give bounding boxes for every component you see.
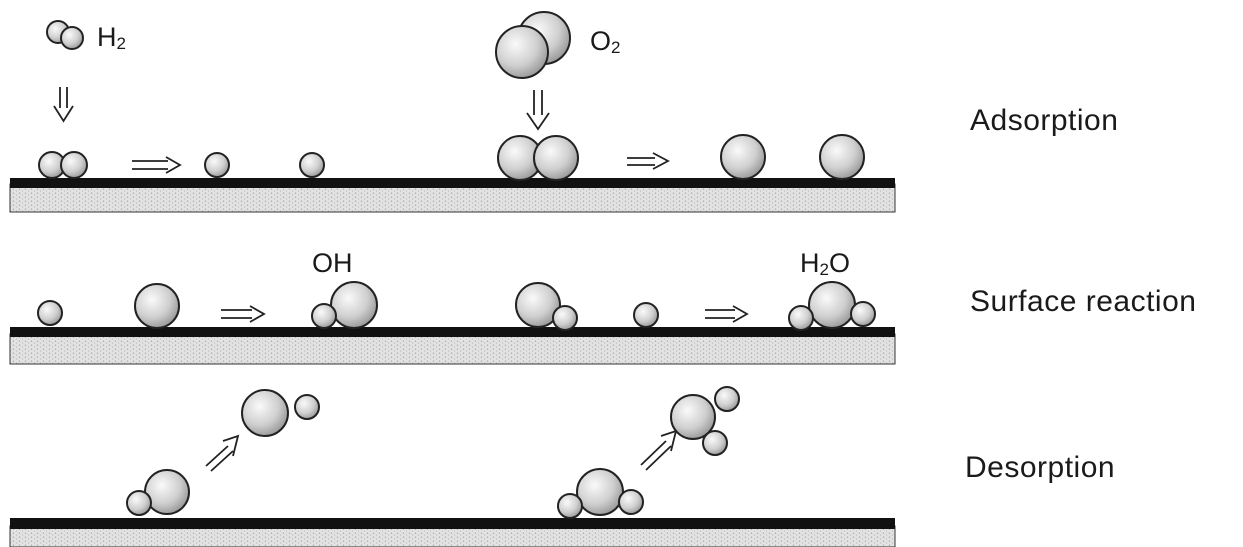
arrow-down-o2	[526, 90, 550, 131]
row-desorption	[9, 386, 896, 547]
adsorbed-o2-molecule	[497, 135, 579, 181]
o2-gas-molecule	[495, 11, 571, 79]
adsorbed-oh-product	[311, 281, 378, 329]
h2-gas-molecule	[46, 20, 84, 50]
oh-on-surface	[126, 469, 190, 516]
adsorbed-o-atoms	[720, 134, 865, 180]
row-surface-reaction	[9, 281, 896, 365]
reactant-h-atom	[37, 300, 63, 326]
adsorbed-h-atoms	[204, 152, 325, 178]
arrow-down-h2	[53, 87, 74, 123]
row-adsorption	[9, 11, 896, 213]
arrow-right-dissociation-o2	[627, 152, 670, 170]
adsorbed-h2-molecule	[38, 151, 88, 179]
adsorbed-oh-reactant	[515, 282, 578, 331]
h2o-on-surface	[557, 468, 644, 519]
arrow-right-dissociation-h2	[132, 156, 182, 174]
reactant-h-atom-second	[633, 302, 659, 328]
arrow-right-oh-formation	[221, 305, 266, 323]
surface-slab-adsorption	[9, 178, 896, 213]
desorbed-oh-molecule	[241, 389, 320, 437]
stage-label-adsorption: Adsorption	[970, 104, 1119, 137]
reactant-o-atom	[134, 283, 180, 329]
adsorbed-h2o-product	[788, 281, 876, 331]
label-h2o: H2O	[800, 248, 850, 279]
arrow-right-h2o-formation	[705, 305, 749, 323]
arrow-desorb-h2o	[640, 429, 678, 471]
label-oh: OH	[312, 248, 353, 278]
arrow-desorb-oh	[205, 434, 240, 472]
surface-slab-desorption	[9, 518, 896, 547]
label-o2: O2	[590, 26, 621, 57]
desorbed-h2o-molecule	[670, 386, 740, 456]
surface-slab-surface-reaction	[9, 327, 896, 365]
label-h2: H2	[97, 22, 126, 53]
stage-label-surface-reaction: Surface reaction	[970, 285, 1197, 318]
stage-label-desorption: Desorption	[965, 451, 1116, 484]
